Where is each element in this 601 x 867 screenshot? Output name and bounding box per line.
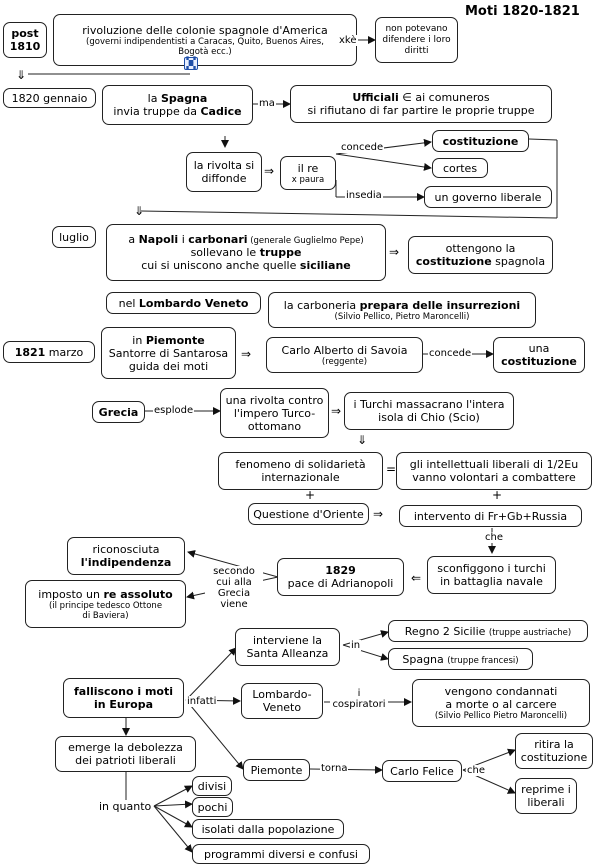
node-spagna[interactable]: la Spagna invia truppe da Cadice <box>102 85 253 125</box>
node-sconfiggono[interactable]: sconfiggono i turchi in battaglia navale <box>427 556 556 594</box>
node-fenomeno[interactable]: fenomeno di solidarietà internazionale <box>218 452 383 490</box>
node-post-1810[interactable]: post 1810 <box>3 22 47 58</box>
node-non-potevano[interactable]: non potevano difendere i loro diritti <box>375 17 458 63</box>
implies-down-arrow-2: ⇓ <box>134 204 145 218</box>
label-esplode: esplode <box>153 405 195 416</box>
node-carboneria[interactable]: la carboneria prepara delle insurrezioni… <box>268 292 536 328</box>
label-che-2: che <box>466 765 486 776</box>
node-piemonte-santarosa[interactable]: in Piemonte Santorre di Santarosa guida … <box>101 327 236 379</box>
node-grecia[interactable]: Grecia <box>92 401 145 423</box>
label-in-quanto: in quanto <box>98 800 153 813</box>
node-turchi-chio[interactable]: i Turchi massacrano l'intera isola di Ch… <box>344 392 514 430</box>
label-concede-1: concede <box>340 142 385 153</box>
node-1821-marzo[interactable]: 1821 marzo <box>3 341 95 363</box>
label-ma: ma <box>258 98 276 109</box>
node-luglio[interactable]: luglio <box>52 226 96 248</box>
node-reprime[interactable]: reprime i liberali <box>515 778 577 814</box>
node-ottengono[interactable]: ottengono la costituzione spagnola <box>408 236 553 274</box>
label-concede-2: concede <box>428 348 473 359</box>
node-il-re[interactable]: il re x paura <box>280 156 336 190</box>
node-rivolta[interactable]: la rivolta si diffonde <box>186 152 262 192</box>
node-intellettuali[interactable]: gli intellettuali liberali di 1/2Eu vann… <box>396 452 592 490</box>
node-riconosciuta[interactable]: riconosciuta l'indipendenza <box>67 537 185 575</box>
node-napoli[interactable]: a Napoli i carbonari (generale Guglielmo… <box>106 224 386 281</box>
node-santa-alleanza[interactable]: interviene la Santa Alleanza <box>235 628 340 666</box>
label-infatti: infatti <box>186 696 218 707</box>
node-governo-liberale[interactable]: un governo liberale <box>424 186 552 208</box>
node-piemonte-2[interactable]: Piemonte <box>243 759 310 781</box>
node-isolati[interactable]: isolati dalla popolazione <box>192 819 344 839</box>
label-xke: xkè <box>338 35 358 46</box>
implies-left-arrow: ⇐ <box>411 571 422 585</box>
node-rivolta-turco[interactable]: una rivolta contro l'impero Turco-ottoma… <box>220 388 329 438</box>
node-debolezza[interactable]: emerge la debolezza dei patrioti liberal… <box>55 736 196 772</box>
node-costituzione-piemonte[interactable]: una costituzione <box>493 337 585 373</box>
node-spagna-francesi[interactable]: Spagna (truppe francesi) <box>388 648 533 670</box>
implies-arrow-1: ⇒ <box>264 164 275 178</box>
label-secondo-cui: secondo cui alla Grecia viene <box>205 566 263 610</box>
plus-sign-2: + <box>492 488 503 502</box>
implies-arrow-5: ⇒ <box>373 507 384 521</box>
implies-down-arrow-3: ⇓ <box>357 433 368 447</box>
node-condannati[interactable]: vengono condannati a morte o al carcere … <box>412 679 590 727</box>
node-pace-adrianopoli[interactable]: 1829 pace di Adrianopoli <box>277 558 404 596</box>
implies-arrow-2: ⇒ <box>389 245 400 259</box>
node-costituzione-spagna[interactable]: costituzione <box>432 130 529 152</box>
label-che-1: che <box>484 532 504 543</box>
node-programmi[interactable]: programmi diversi e confusi <box>192 844 370 864</box>
node-intervento[interactable]: intervento di Fr+Gb+Russia <box>399 505 582 527</box>
node-carlo-alberto[interactable]: Carlo Alberto di Savoia (reggente) <box>266 337 423 373</box>
node-ufficiali[interactable]: Ufficiali ∈ ai comuneros si rifiutano di… <box>290 85 552 123</box>
node-cortes[interactable]: cortes <box>432 158 488 178</box>
node-lombardo-veneto-2[interactable]: Lombardo-Veneto <box>241 683 323 719</box>
equals-sign: = <box>386 462 397 476</box>
node-lombardo-veneto[interactable]: nel Lombardo Veneto <box>106 292 261 314</box>
node-pochi[interactable]: pochi <box>192 797 233 817</box>
implies-arrow-4: ⇒ <box>331 404 342 418</box>
node-imposto-re[interactable]: imposto un re assoluto (il principe tede… <box>25 580 186 628</box>
node-divisi[interactable]: divisi <box>192 776 232 796</box>
label-in: in <box>350 640 362 651</box>
node-regno-2-sicilie[interactable]: Regno 2 Sicilie (truppe austriache) <box>388 620 588 642</box>
map-link-icon[interactable]: ▚▞▞▚ <box>184 57 198 70</box>
node-rivoluzione[interactable]: rivoluzione delle colonie spagnole d'Ame… <box>53 14 357 66</box>
node-falliscono[interactable]: falliscono i moti in Europa <box>63 678 184 718</box>
node-1820-gennaio[interactable]: 1820 gennaio <box>3 88 96 108</box>
page-title: Moti 1820-1821 <box>465 4 580 19</box>
label-i-cospiratori: i cospiratori <box>330 688 388 710</box>
node-questione-oriente[interactable]: Questione d'Oriente <box>248 503 369 525</box>
label-torna: torna <box>320 763 349 774</box>
implies-arrow-3: ⇒ <box>241 347 252 361</box>
node-carlo-felice[interactable]: Carlo Felice <box>382 760 462 782</box>
node-ritira[interactable]: ritira la costituzione <box>515 733 593 769</box>
label-insedia: insedia <box>345 190 383 201</box>
implies-down-arrow-1: ⇓ <box>16 68 27 82</box>
plus-sign-1: + <box>305 488 316 502</box>
